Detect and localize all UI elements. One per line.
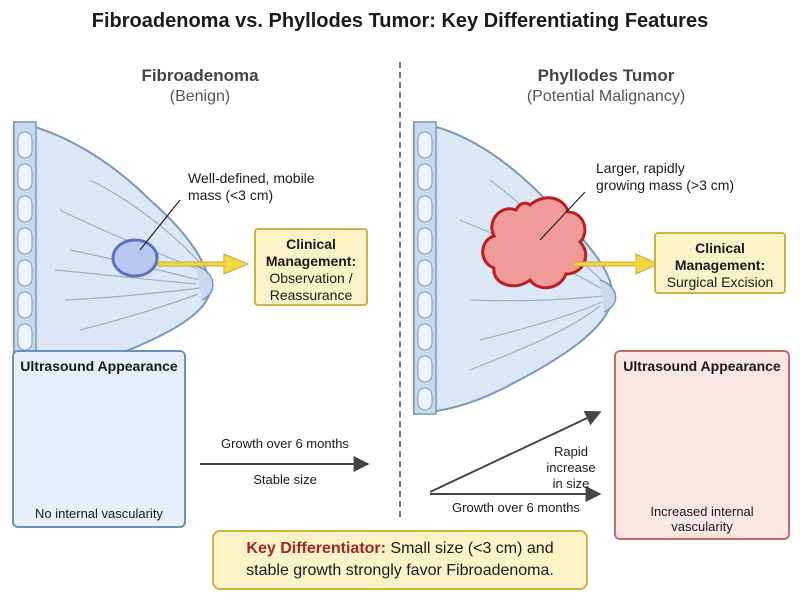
phyllodes-management-box: Clinical Management: Surgical Excision [654,232,786,294]
fibroadenoma-mass [111,238,159,278]
phyllodes-ultrasound-panel: Ultrasound Appearance Increased internal… [614,350,790,540]
right-breast-illustration [413,120,617,416]
management-title: Clinical Management: [265,236,357,269]
key-differentiator-box: Key Differentiator: Small size (<3 cm) a… [212,530,588,590]
rapid-growth-label: Growth over 6 months [452,500,580,515]
rapid-growth-arrow [429,410,602,493]
left-column-header: Fibroadenoma (Benign) [70,66,330,106]
ultrasound-title: Ultrasound Appearance [20,358,178,374]
phyllodes-mass-note: Larger, rapidly growing mass (>3 cm) [596,160,735,193]
rapid-increase-label: Rapid increase in size [546,444,596,491]
page-title: Fibroadenoma vs. Phyllodes Tumor: Key Di… [91,10,709,32]
fibroadenoma-ultrasound-panel: Ultrasound Appearance No internal vascul… [12,350,186,528]
left-management-arrow [157,253,250,275]
management-title: Clinical Management: [674,240,766,273]
right-management-arrow [573,253,660,275]
ultrasound-title: Ultrasound Appearance [623,358,781,374]
key-label: Key Differentiator: [246,540,386,557]
ultrasound-caption: No internal vascularity [35,506,163,521]
fibroadenoma-management-box: Clinical Management: Observation / Reass… [254,228,368,306]
fibroadenoma-subheading: (Benign) [169,88,231,105]
right-column-header: Phyllodes Tumor (Potential Malignancy) [476,66,736,106]
left-breast-illustration [13,120,214,384]
stable-size-label: Stable size [253,472,317,487]
ultrasound-caption: Increased internal vascularity [650,504,754,534]
fibroadenoma-heading: Fibroadenoma [141,66,259,85]
column-divider [399,62,401,517]
phyllodes-subheading: (Potential Malignancy) [526,88,686,105]
stable-growth-label: Growth over 6 months [221,436,349,451]
phyllodes-mass [481,196,588,290]
fibroadenoma-mass-note: Well-defined, mobile mass (<3 cm) [188,170,315,203]
phyllodes-heading: Phyllodes Tumor [537,66,675,85]
